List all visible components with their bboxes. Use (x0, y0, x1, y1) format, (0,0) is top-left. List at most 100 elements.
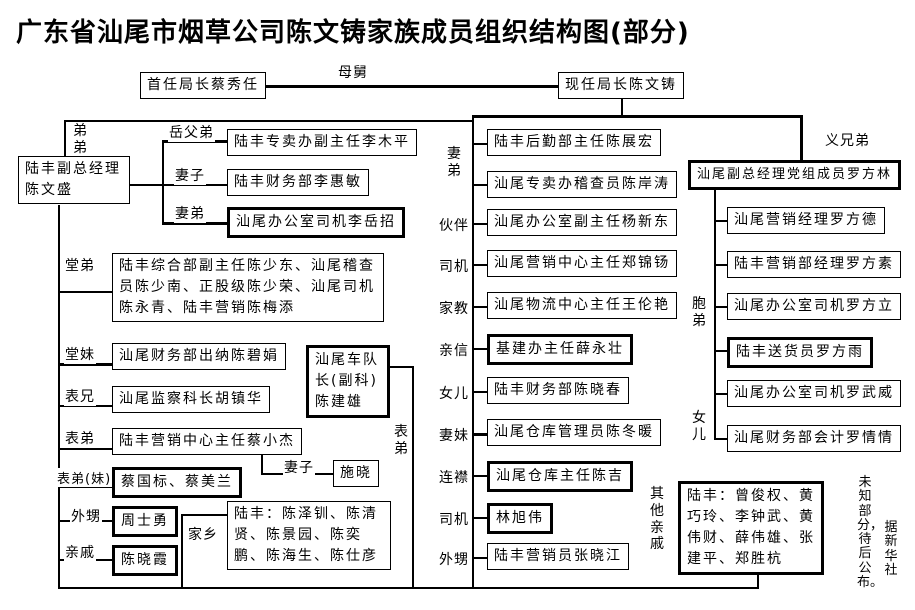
connector-line (120, 184, 164, 186)
connector-line (181, 514, 183, 589)
connector-line (64, 120, 473, 122)
connector-line (714, 350, 727, 352)
connector-line (472, 391, 487, 393)
connector-line (621, 99, 623, 117)
node-luo-fangde: 汕尾营销经理罗方德 (727, 207, 885, 234)
connector-line (714, 306, 727, 308)
relation-label-waisheng-mid: 外甥 (438, 549, 470, 569)
relation-label-biaoxiong: 表兄 (64, 386, 96, 406)
node-luo-qingqing: 汕尾财务部会计罗情情 (727, 425, 901, 452)
relation-label-tangdi: 堂弟 (64, 255, 96, 275)
connector-line (472, 348, 487, 350)
node-chen-dongnuan: 汕尾仓库管理员陈冬暖 (487, 419, 661, 446)
connector-line (181, 514, 227, 516)
node-li-huimin: 陆丰财务部李惠敏 (227, 169, 369, 196)
node-hometown-group: 陆丰：陈泽钏、陈清贤、陈景园、陈奕鹏、陈海生、陈仕彦 (227, 501, 391, 570)
node-chen-zhanhong: 陆丰后勤部主任陈展宏 (487, 129, 661, 156)
node-luo-fanglin: 汕尾副总经理党组成员罗方林 (688, 160, 902, 190)
relation-label-didi: 弟弟 (72, 123, 88, 157)
node-other-relatives-group: 陆丰：曾俊权、黄巧玲、李钟武、黄伟财、薛伟雄、张建平、郑胜杭 (678, 481, 824, 575)
connector-line (384, 366, 413, 368)
relation-label-biaodi-jianxiong: 表弟 (393, 424, 409, 458)
connector-line (800, 115, 803, 163)
relation-label-mujiu: 母舅 (337, 62, 369, 82)
note-source-agency: 据新华社 (884, 520, 898, 578)
node-chen-xiaoxia: 陈晓霞 (112, 545, 178, 576)
relation-label-qinqi: 亲戚 (64, 542, 96, 562)
node-shi-xiao: 施晓 (333, 460, 379, 487)
connector-line (472, 223, 487, 225)
relation-label-qinxin: 亲信 (438, 340, 470, 360)
relation-label-qidi-mid: 妻弟 (446, 146, 462, 180)
node-li-yuezhao: 汕尾办公室司机李岳招 (227, 207, 405, 238)
connector-line (714, 264, 727, 266)
node-lin-xuwei: 林旭伟 (487, 503, 553, 534)
node-luo-fangyu: 陆丰送货员罗方雨 (727, 337, 873, 368)
connector-line (162, 140, 164, 225)
note-unknown-part: 未知部分，待后公布。 (857, 475, 884, 591)
connector-line (162, 184, 227, 186)
node-zheng-jinyang: 汕尾营销中心主任郑锦钖 (487, 250, 677, 277)
connector-line (58, 448, 112, 450)
node-current-director: 现任局长陈文铸 (558, 72, 684, 99)
connector-line (58, 291, 112, 293)
node-chen-wensheng: 陆丰副总经理陈文盛 (18, 156, 130, 204)
relation-label-qidi: 妻弟 (174, 203, 206, 223)
relation-label-lianjin: 连襟 (438, 467, 470, 487)
node-zhang-xiaojiang: 陆丰营销员张晓江 (487, 543, 629, 570)
node-wang-lunyan: 汕尾物流中心主任王伦艳 (487, 292, 677, 319)
connector-line (412, 366, 414, 589)
connector-line (714, 220, 727, 222)
connector-line (472, 475, 487, 477)
connector-line (714, 438, 727, 440)
relation-label-yixiongdi: 义兄弟 (824, 130, 871, 150)
relation-label-baodi: 胞弟 (691, 296, 707, 330)
node-cai-xiaojie: 陆丰营销中心主任蔡小杰 (112, 428, 302, 455)
connector-line (472, 517, 487, 519)
connector-line (162, 222, 227, 225)
relation-label-jiajiao: 家教 (438, 298, 470, 318)
relation-label-waisheng-left: 外甥 (70, 506, 102, 526)
node-luo-fangli: 汕尾办公室司机罗方立 (727, 293, 901, 320)
connector-line (472, 264, 487, 266)
relation-label-yuefudi: 岳父弟 (168, 122, 215, 142)
connector-line (472, 143, 487, 145)
relation-label-tangmei: 堂妹 (64, 344, 96, 364)
node-luo-fangsu: 陆丰营销部经理罗方素 (727, 251, 901, 278)
connector-line (714, 190, 716, 440)
node-hu-zhenhua: 汕尾监察科长胡镇华 (112, 386, 270, 413)
connector-line (58, 205, 60, 589)
node-chen-bijuan: 汕尾财务部出纳陈碧娟 (112, 343, 286, 370)
node-chen-jianxiong: 汕尾车队长(副科)陈建雄 (306, 345, 390, 418)
node-chen-antao: 汕尾专卖办稽查员陈岸涛 (487, 171, 677, 198)
relation-label-nver-mid: 女儿 (438, 383, 470, 403)
node-chen-ji: 汕尾仓库主任陈吉 (487, 461, 633, 492)
connector-line (58, 363, 112, 366)
connector-line (472, 433, 487, 436)
relation-label-qizi-caixiaojie: 妻子 (283, 457, 315, 477)
relation-label-jiaxiang: 家乡 (187, 524, 219, 544)
connector-line (261, 455, 263, 475)
relation-label-qita-qinqi: 其他亲戚 (649, 486, 665, 554)
connector-line (472, 557, 487, 559)
relation-label-siji-1: 司机 (438, 256, 470, 276)
relation-label-siji-2: 司机 (438, 509, 470, 529)
relation-label-qimei: 妻妹 (438, 425, 470, 445)
connector-line (472, 184, 487, 186)
node-yang-xindong: 汕尾办公室副主任杨新东 (487, 209, 677, 236)
relation-label-biaodimei: 表弟(妹) (56, 468, 113, 487)
node-zhou-shiyong: 周士勇 (112, 506, 178, 537)
connector-line (472, 115, 474, 589)
node-li-muping: 陆丰专卖办副主任李木平 (227, 129, 417, 156)
node-luo-wuwei: 汕尾办公室司机罗武威 (727, 380, 901, 407)
node-xue-yongzhuang: 基建办主任薛永壮 (487, 334, 633, 365)
node-tangdi-group: 陆丰综合部副主任陈少东、汕尾稽查员陈少南、正股级陈少荣、汕尾司机陈永青、陆丰营销… (112, 253, 384, 322)
connector-line (58, 486, 112, 488)
relation-label-huoban: 伙伴 (438, 215, 470, 235)
connector-line (757, 568, 759, 589)
connector-line (58, 587, 758, 589)
page-title: 广东省汕尾市烟草公司陈文铸家族成员组织结构图(部分) (16, 18, 690, 48)
relation-label-qizi: 妻子 (174, 165, 206, 185)
node-cai-guobiao-meilan: 蔡国标、蔡美兰 (112, 467, 242, 498)
